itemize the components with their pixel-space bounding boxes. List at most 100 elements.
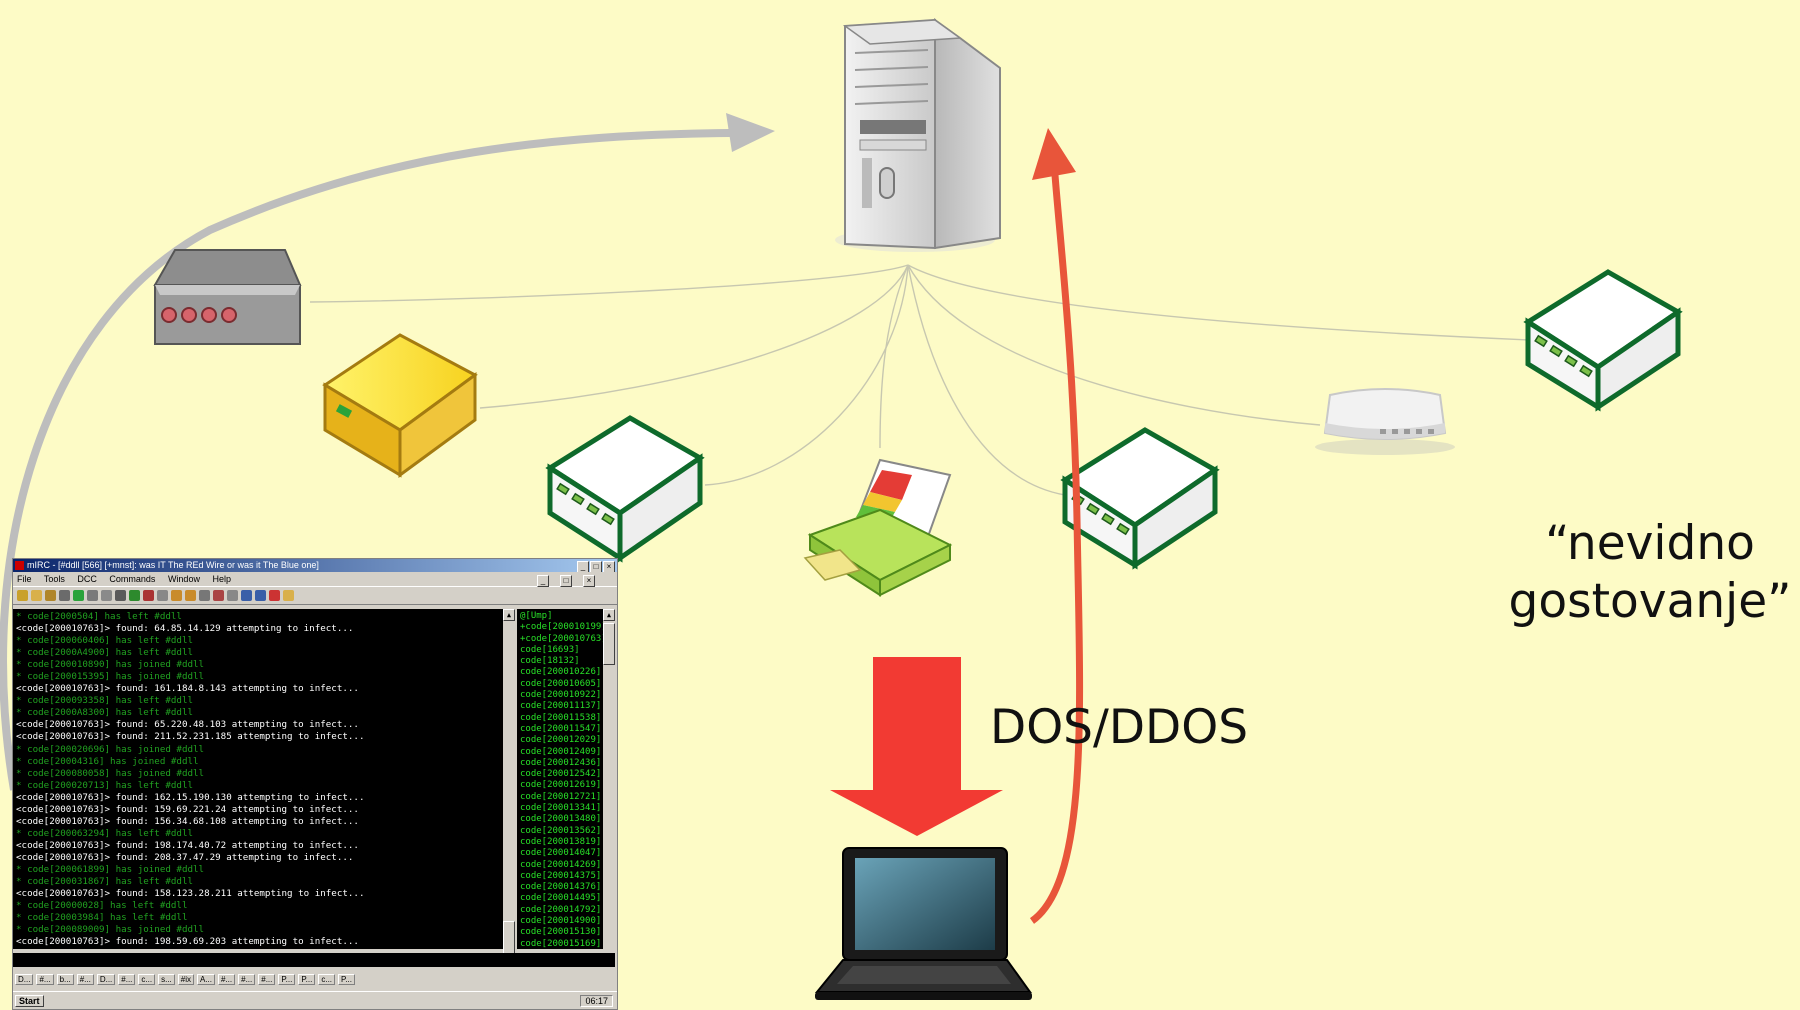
- switchbar-button[interactable]: D...: [96, 974, 116, 985]
- notify-icon[interactable]: [129, 590, 140, 601]
- switchbar-button[interactable]: #...: [258, 974, 276, 985]
- options-icon[interactable]: [31, 590, 42, 601]
- channels-icon[interactable]: [45, 590, 56, 601]
- switchbar-button[interactable]: #...: [36, 974, 54, 985]
- minimize-icon[interactable]: _: [577, 561, 589, 572]
- menu-tools[interactable]: Tools: [43, 574, 65, 584]
- chat-output[interactable]: * code[2000504] has left #ddll<code[2000…: [13, 609, 503, 949]
- nick-item[interactable]: code[200013341]: [520, 803, 602, 814]
- chat-line: <code[200010763]> found: 161.184.8.143 a…: [16, 683, 359, 695]
- nick-item[interactable]: code[200014900]: [520, 916, 602, 927]
- nick-item[interactable]: +code[200010763]: [520, 633, 603, 644]
- nick-item[interactable]: +code[200010199]: [520, 622, 603, 633]
- message-input[interactable]: [13, 953, 615, 967]
- nick-item[interactable]: code[18132]: [520, 656, 580, 667]
- menu-dcc[interactable]: DCC: [77, 574, 97, 584]
- nick-item[interactable]: code[16693]: [520, 644, 580, 655]
- minimize-icon[interactable]: _: [537, 575, 549, 587]
- scroll-thumb[interactable]: [603, 623, 615, 665]
- nick-item[interactable]: code[200011547]: [520, 723, 602, 734]
- start-button[interactable]: Start: [15, 995, 44, 1007]
- window-icon[interactable]: [255, 590, 266, 601]
- switchbar-icon[interactable]: [241, 590, 252, 601]
- address-book-icon[interactable]: [73, 590, 84, 601]
- nick-item[interactable]: code[200013819]: [520, 836, 602, 847]
- nick-item[interactable]: code[200014792]: [520, 904, 602, 915]
- modem-icon: [153, 249, 302, 345]
- connect-icon[interactable]: [17, 590, 28, 601]
- chat-line: * code[20000028] has left #ddll: [16, 900, 188, 912]
- nick-item[interactable]: code[200012619]: [520, 780, 602, 791]
- nick-item[interactable]: code[200013480]: [520, 814, 602, 825]
- menu-commands[interactable]: Commands: [109, 574, 156, 584]
- nick-scrollbar[interactable]: ▲: [603, 609, 615, 949]
- nick-list[interactable]: @[Ump]+code[200010199]+code[200010763]co…: [517, 609, 603, 949]
- switchbar-button[interactable]: #ix: [177, 974, 194, 985]
- menu-window[interactable]: Window: [167, 574, 200, 584]
- nick-item[interactable]: @[Ump]: [520, 611, 553, 621]
- switchbar-button[interactable]: #...: [238, 974, 256, 985]
- scroll-up-icon[interactable]: ▲: [603, 609, 615, 621]
- scroll-up-icon[interactable]: ▲: [503, 609, 515, 621]
- help-icon[interactable]: [269, 590, 280, 601]
- nick-item[interactable]: code[200014269]: [520, 859, 602, 870]
- menu-help[interactable]: Help: [212, 574, 231, 584]
- nick-item[interactable]: code[200010922]: [520, 690, 602, 701]
- switchbar-button[interactable]: b...: [56, 974, 74, 985]
- nick-item[interactable]: code[200014375]: [520, 870, 602, 881]
- nick-item[interactable]: code[200015169]: [520, 938, 602, 949]
- dos-ddos-label: DOS/DDOS: [990, 700, 1249, 755]
- mirc-titlebar[interactable]: mIRC - [#ddll [566] [+mnst]: was IT The …: [13, 559, 617, 572]
- toolbar-icon[interactable]: [227, 590, 238, 601]
- switchbar-button[interactable]: c...: [138, 974, 156, 985]
- timer-icon[interactable]: [157, 590, 168, 601]
- log-icon[interactable]: [143, 590, 154, 601]
- nick-item[interactable]: code[200013562]: [520, 825, 602, 836]
- nick-item[interactable]: code[200014376]: [520, 882, 602, 893]
- switchbar-button[interactable]: P...: [298, 974, 316, 985]
- switchbar-button[interactable]: D...: [15, 974, 34, 985]
- nick-item[interactable]: code[200010605]: [520, 678, 602, 689]
- nick-item[interactable]: code[200012542]: [520, 769, 602, 780]
- close-icon[interactable]: ×: [583, 575, 595, 587]
- close-icon[interactable]: ×: [603, 561, 615, 572]
- chat-scrollbar[interactable]: ▲: [503, 609, 515, 963]
- dos-arrow: [830, 657, 1003, 836]
- nick-item[interactable]: code[200011538]: [520, 712, 602, 723]
- switchbar-button[interactable]: P...: [278, 974, 296, 985]
- nick-item[interactable]: code[200015130]: [520, 927, 602, 938]
- nick-item[interactable]: code[200012029]: [520, 735, 602, 746]
- arrange-icon[interactable]: [213, 590, 224, 601]
- maximize-icon[interactable]: □: [560, 575, 572, 587]
- nick-item[interactable]: code[200014495]: [520, 893, 602, 904]
- switchbar-button[interactable]: s...: [158, 974, 175, 985]
- connection-lines: [309, 264, 1531, 496]
- finger-icon[interactable]: [87, 590, 98, 601]
- system-tray-clock: 06:17: [580, 995, 613, 1007]
- dcc-chat-icon[interactable]: [115, 590, 126, 601]
- menu-file[interactable]: File: [17, 574, 32, 584]
- link-modem: [309, 264, 909, 303]
- mirc-app-icon: [15, 561, 24, 570]
- nick-item[interactable]: code[200012409]: [520, 746, 602, 757]
- nick-item[interactable]: code[200012721]: [520, 791, 602, 802]
- switchbar-button[interactable]: #...: [76, 974, 94, 985]
- colors-icon[interactable]: [171, 590, 182, 601]
- nick-item[interactable]: code[200010226]: [520, 667, 602, 678]
- server-tower-icon: [835, 18, 1001, 252]
- nick-item[interactable]: code[200014047]: [520, 848, 602, 859]
- about-icon[interactable]: [283, 590, 294, 601]
- maximize-icon[interactable]: □: [590, 561, 602, 572]
- nick-item[interactable]: code[200012436]: [520, 757, 602, 768]
- switchbar-button[interactable]: #...: [218, 974, 236, 985]
- switchbar-button[interactable]: P...: [338, 974, 355, 985]
- switchbar-button[interactable]: A...: [196, 974, 215, 985]
- scripts-icon[interactable]: [59, 590, 70, 601]
- switchbar-button[interactable]: #...: [118, 974, 136, 985]
- nick-item[interactable]: code[200011137]: [520, 701, 602, 712]
- dcc-send-icon[interactable]: [101, 590, 112, 601]
- tile-icon[interactable]: [185, 590, 196, 601]
- switchbar-button[interactable]: c...: [318, 974, 336, 985]
- laptop-icon: [814, 847, 1032, 1000]
- cascade-icon[interactable]: [199, 590, 210, 601]
